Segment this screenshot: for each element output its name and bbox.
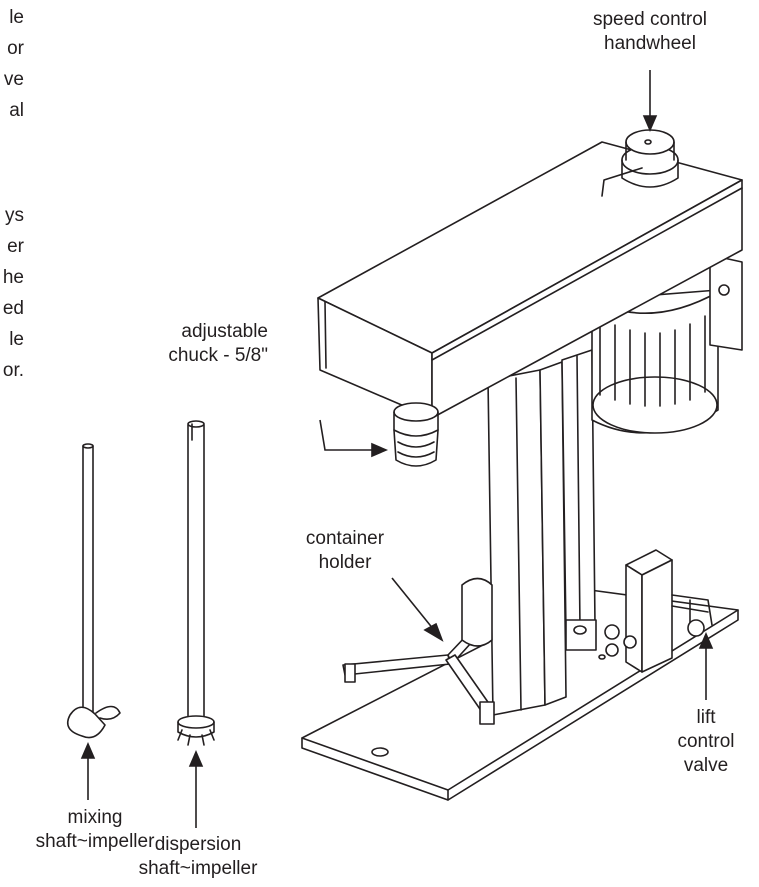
label-line: control [677,731,735,752]
leader-arrows [80,70,714,828]
text-fragment: le [9,329,24,350]
mixing-shaft [66,443,121,739]
speed-control-handwheel [601,129,679,197]
label-line: holder [318,552,372,573]
left-text-fragments-bottom: ys er he ed le or. [0,200,24,386]
text-fragment: or [7,38,24,59]
text-fragment: ed [2,298,24,319]
text-fragment: er [7,236,24,257]
lift-control-valve [604,549,713,673]
label-line: container [305,528,385,549]
speed-control-label: speed control handwheel [560,8,740,56]
label-line: shaft~impeller [35,831,155,852]
container-holder [342,577,495,725]
left-text-fragments-top: le or ve al [0,2,24,126]
label-line: adjustable [181,321,268,342]
label-line: valve [683,755,729,776]
label-line: speed control [592,9,708,30]
head-housing [317,141,743,419]
label-line: shaft~impeller [138,858,258,879]
label-line: handwheel [604,33,696,54]
label-line: mixing [67,807,123,828]
label-line: chuck - 5/8" [168,345,268,366]
dispersion-shaft-label: dispersion shaft~impeller [118,833,278,881]
adjustable-chuck [393,402,439,467]
lift-control-valve-label: lift control valve [656,706,756,778]
text-fragment: ys [5,205,24,226]
label-line: dispersion [154,834,242,855]
text-fragment: or. [2,360,24,381]
text-fragment: ve [3,69,24,90]
adjustable-chuck-label: adjustable chuck - 5/8" [128,320,268,368]
text-fragment: he [2,267,24,288]
container-holder-label: container holder [270,527,420,575]
text-fragment: al [9,100,24,121]
text-fragment: le [9,7,24,28]
mixing-shaft-label: mixing shaft~impeller [20,806,170,854]
motor [591,254,743,434]
dispersion-shaft [177,420,215,746]
label-line: lift [696,707,716,728]
